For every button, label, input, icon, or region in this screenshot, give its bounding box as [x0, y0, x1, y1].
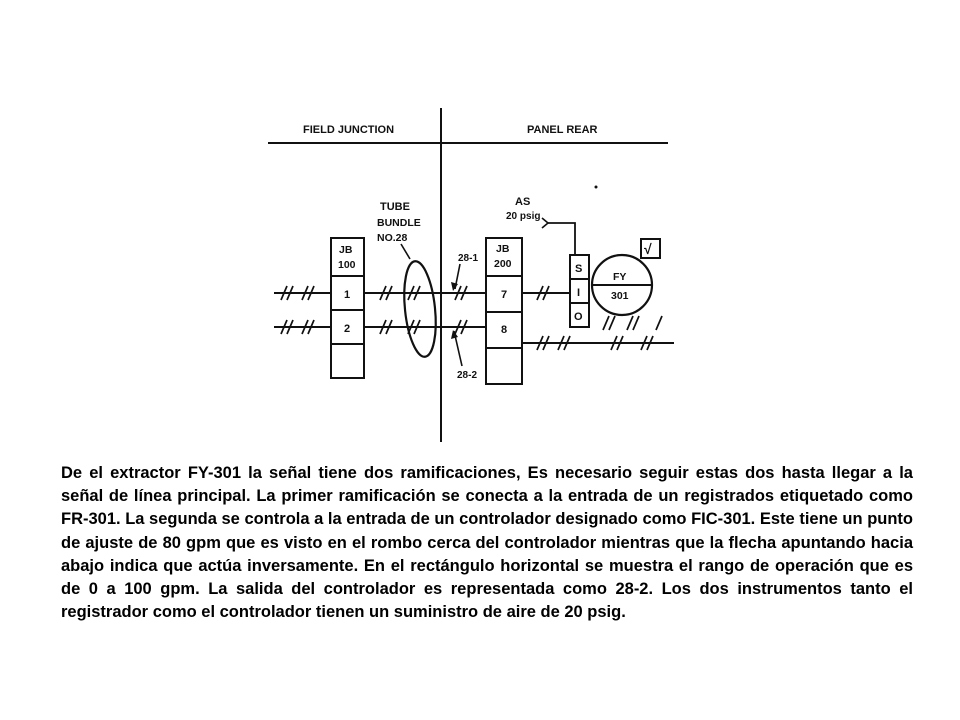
wire-slash-markers — [280, 285, 663, 351]
tag-28-1: 28-1 — [458, 253, 478, 264]
stray-mark — [594, 185, 598, 189]
tube-bundle-ellipse — [403, 260, 437, 358]
header-field-junction: FIELD JUNCTION — [303, 124, 394, 136]
air-supply-pressure: 20 psig — [506, 211, 540, 222]
tag-28-1-arrow — [451, 282, 458, 291]
junction-box-100 — [330, 237, 365, 379]
air-supply-arrow — [541, 217, 550, 229]
sio-o: O — [574, 311, 583, 323]
tube-label-leader — [400, 243, 411, 260]
jb200-label-line2: 200 — [494, 258, 512, 270]
caption-text: De el extractor FY-301 la señal tiene do… — [61, 464, 913, 622]
air-supply-label: AS — [515, 196, 530, 208]
junction-box-200 — [485, 237, 523, 385]
loop-wiring-diagram: FIELD JUNCTION PANEL REAR TUBE BUNDLE NO… — [268, 108, 674, 442]
air-supply-line — [548, 222, 576, 255]
tag-28-2-arrow — [451, 330, 458, 339]
tube-label-line1: TUBE — [380, 201, 410, 213]
sqrt-symbol: √ — [644, 241, 652, 257]
tag-28-2: 28-2 — [457, 370, 477, 381]
jb100-terminal-1: 1 — [344, 289, 350, 301]
jb200-terminal-7: 7 — [501, 289, 507, 301]
jb100-terminal-2: 2 — [344, 323, 350, 335]
tube-label-line3: NO.28 — [377, 232, 408, 244]
transducer-sio-box — [569, 254, 590, 328]
jb100-label-line1: JB — [339, 244, 353, 256]
fy-301-label-line1: FY — [613, 271, 626, 283]
sio-i: I — [577, 287, 580, 299]
fy-301-label-line2: 301 — [611, 290, 629, 302]
jb200-label-line1: JB — [496, 243, 510, 255]
header-panel-rear: PANEL REAR — [527, 124, 598, 136]
tube-label-line2: BUNDLE — [377, 217, 421, 229]
jb200-terminal-8: 8 — [501, 324, 507, 336]
sio-s: S — [575, 263, 582, 275]
jb100-label-line2: 100 — [338, 259, 356, 271]
sqrt-function-box — [640, 238, 661, 259]
